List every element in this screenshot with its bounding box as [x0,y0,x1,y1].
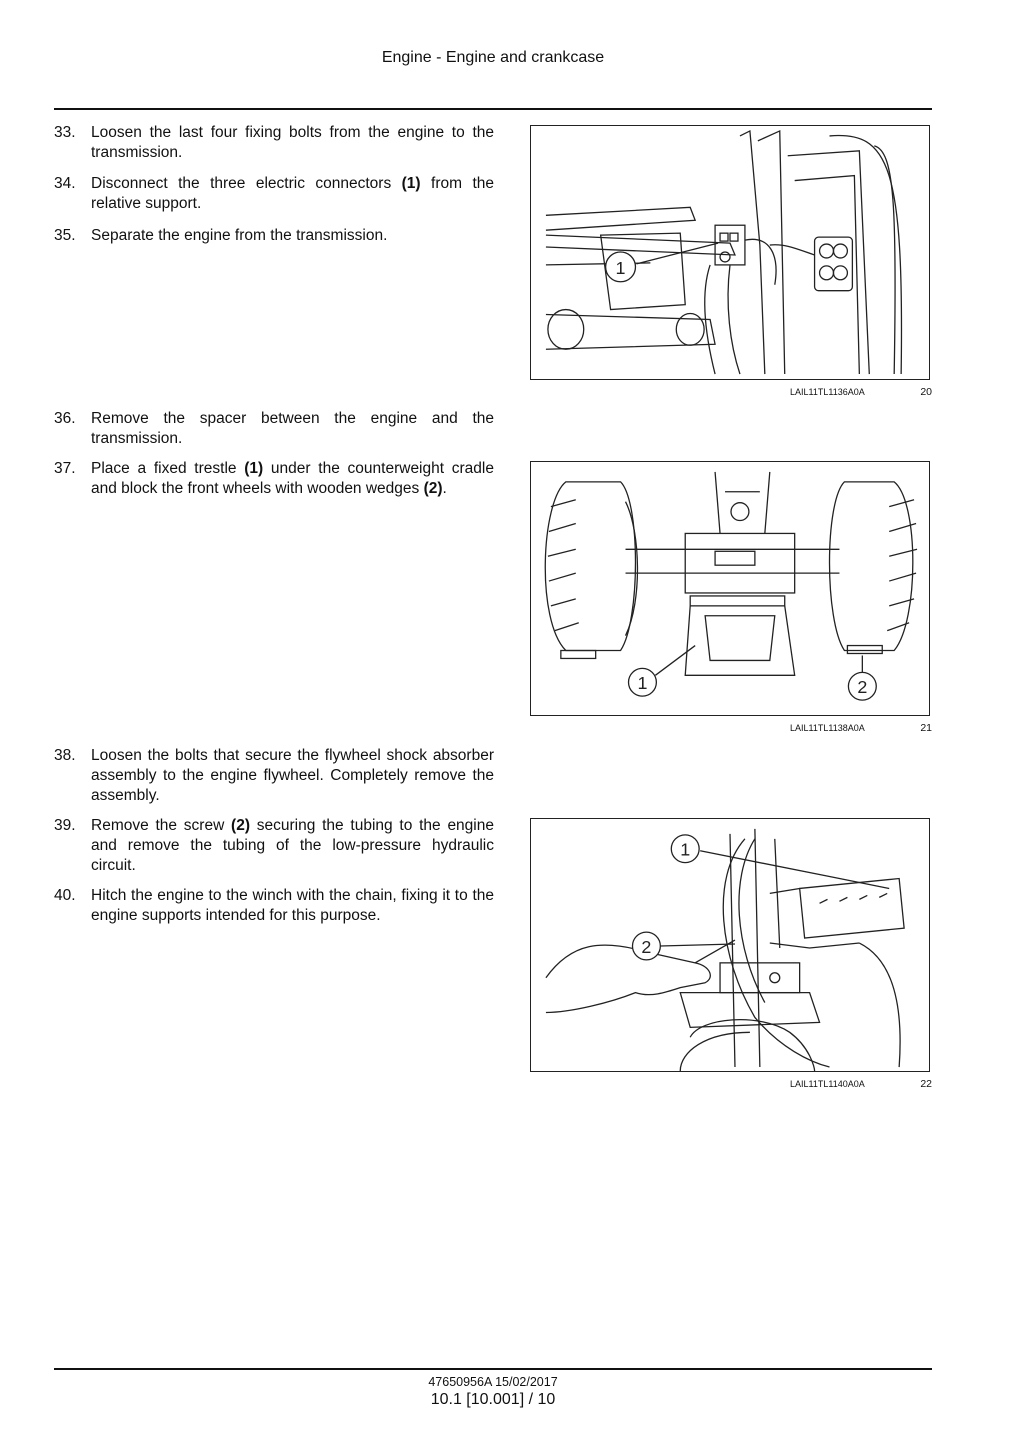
callout-1-label: 1 [637,673,647,693]
figure-number: 22 [920,1078,932,1090]
step-34: 34. Disconnect the three electric connec… [54,174,494,214]
callout-1-label: 1 [616,258,626,278]
figure-22-caption: LAIL11TL1140A0A 22 [790,1078,932,1090]
step-text: Loosen the bolts that secure the flywhee… [91,747,494,804]
step-text: Separate the engine from the transmissio… [91,227,388,244]
page-header-title: Engine - Engine and crankcase [381,49,605,66]
step-number: 38. [54,747,76,764]
step-40: 40. Hitch the engine to the winch with t… [54,886,494,926]
step-36: 36. Remove the spacer between the engine… [54,409,494,449]
figure-22-illustration: 1 2 [530,818,930,1072]
figure-number: 20 [920,386,932,398]
header-rule [54,108,932,110]
step-text: Loosen the last four fixing bolts from t… [91,124,494,161]
callout-ref: (1) [244,460,264,477]
step-text: Place a fixed trestle (1) under the coun… [91,460,494,497]
step-text: Hitch the engine to the winch with the c… [91,887,494,924]
step-33: 33. Loosen the last four fixing bolts fr… [54,123,494,163]
callout-ref: (2) [231,817,250,834]
callout-1-label: 1 [680,840,690,860]
page-number: 10.1 [10.001] / 10 [430,1391,556,1408]
step-number: 34. [54,175,76,192]
step-number: 35. [54,227,76,244]
callout-2-label: 2 [857,677,867,697]
figure-20-caption: LAIL11TL1136A0A 20 [790,386,932,398]
step-text: Disconnect the three electric connectors… [91,175,494,212]
figure-code: LAIL11TL1136A0A [790,387,865,397]
figure-code: LAIL11TL1138A0A [790,723,865,733]
step-35: 35. Separate the engine from the transmi… [54,226,494,246]
callout-ref: (1) [401,175,421,192]
step-number: 37. [54,460,76,477]
figure-number: 21 [920,722,932,734]
figure-21-illustration: 1 2 [530,461,930,716]
step-39: 39. Remove the screw (2) securing the tu… [54,816,494,876]
step-text: Remove the screw (2) securing the tubing… [91,817,494,874]
step-37: 37. Place a fixed trestle (1) under the … [54,459,494,499]
step-number: 36. [54,410,76,427]
figure-20-illustration: 1 [530,125,930,380]
footer-rule [54,1368,932,1370]
document-code: 47650956A 15/02/2017 [428,1375,558,1389]
step-number: 33. [54,124,76,141]
callout-2-label: 2 [641,937,651,957]
figure-code: LAIL11TL1140A0A [790,1079,865,1089]
step-38: 38. Loosen the bolts that secure the fly… [54,746,494,806]
step-number: 40. [54,887,76,904]
callout-ref: (2) [423,480,443,497]
step-text: Remove the spacer between the engine and… [91,410,494,447]
step-number: 39. [54,817,76,834]
figure-21-caption: LAIL11TL1138A0A 21 [790,722,932,734]
